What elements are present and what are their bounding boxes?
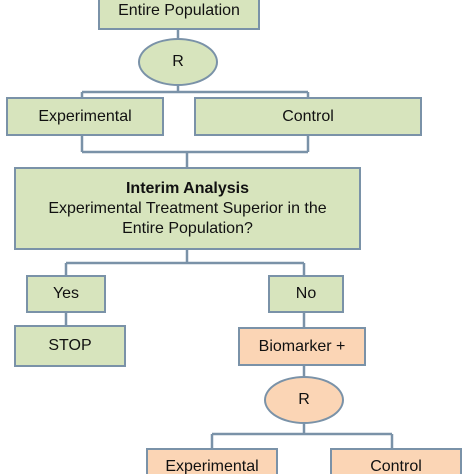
experimental-box-bottom: Experimental [146,448,278,474]
experimental-top-label: Experimental [38,107,132,125]
control-box-top: Control [194,97,422,136]
stop-label: STOP [48,337,92,355]
stop-box: STOP [14,325,126,367]
no-box: No [268,275,344,313]
randomization-oval-top: R [138,38,218,86]
control-bottom-label: Control [370,458,422,474]
no-label: No [295,285,317,303]
interim-analysis-question: Experimental Treatment Superior in the E… [48,199,327,237]
randomization-top-label: R [172,53,184,71]
interim-analysis-title: Interim Analysis [125,179,249,197]
randomization-bottom-label: R [298,391,310,409]
interim-analysis-box: Interim Analysis Experimental Treatment … [14,167,361,250]
experimental-box-top: Experimental [6,97,164,136]
yes-label: Yes [52,285,80,303]
entire-population-label: Entire Population [118,2,240,20]
entire-population-box: Entire Population [98,0,260,30]
experimental-bottom-label: Experimental [165,458,259,474]
biomarker-positive-label: Biomarker + [258,337,346,355]
control-box-bottom: Control [330,448,462,474]
control-top-label: Control [282,107,334,125]
randomization-oval-bottom: R [264,376,344,424]
yes-box: Yes [26,275,106,313]
biomarker-positive-box: Biomarker + [238,327,366,366]
